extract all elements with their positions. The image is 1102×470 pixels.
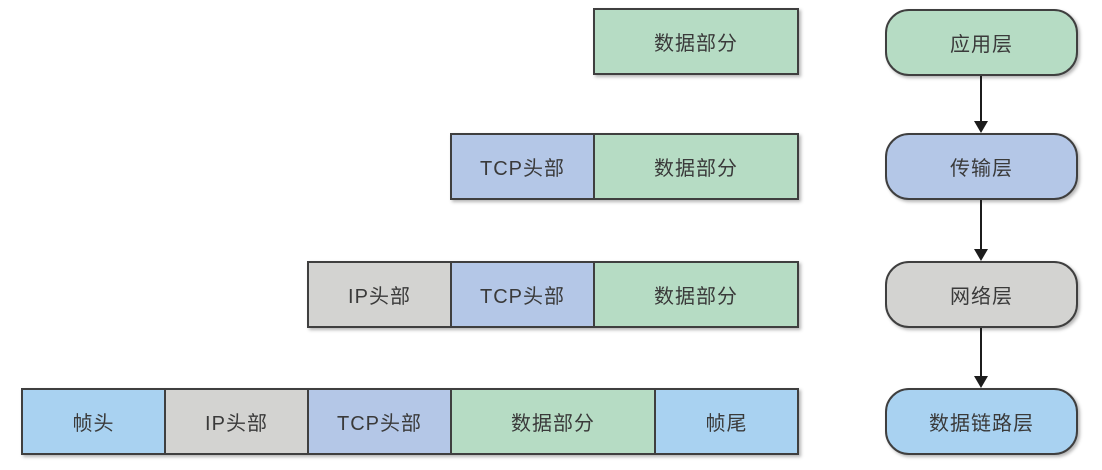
arrow-down-icon [974,249,988,261]
layer-datalink: 数据链路层 [885,388,1078,455]
segment-data: 数据部分 [450,388,656,455]
arrow-network-to-datalink [974,328,988,388]
layer-transport: 传输层 [885,133,1078,200]
segment-frame-header: 帧头 [21,388,166,455]
packet-row-transport: TCP头部 数据部分 [450,133,799,200]
arrow-down-icon [974,121,988,133]
segment-tcp-header: TCP头部 [450,261,595,328]
segment-data: 数据部分 [593,8,799,75]
packet-row-datalink: 帧头 IP头部 TCP头部 数据部分 帧尾 [21,388,799,455]
segment-ip-header: IP头部 [164,388,309,455]
arrow-line [980,76,982,124]
arrow-down-icon [974,376,988,388]
segment-tcp-header: TCP头部 [307,388,452,455]
layer-application: 应用层 [885,9,1078,76]
packet-row-network: IP头部 TCP头部 数据部分 [307,261,799,328]
arrow-line [980,200,982,252]
segment-tcp-header: TCP头部 [450,133,595,200]
arrow-transport-to-network [974,200,988,261]
arrow-line [980,328,982,379]
arrow-application-to-transport [974,76,988,133]
segment-ip-header: IP头部 [307,261,452,328]
segment-frame-tail: 帧尾 [654,388,799,455]
layer-network: 网络层 [885,261,1078,328]
segment-data: 数据部分 [593,261,799,328]
segment-data: 数据部分 [593,133,799,200]
packet-row-application: 数据部分 [593,8,799,75]
